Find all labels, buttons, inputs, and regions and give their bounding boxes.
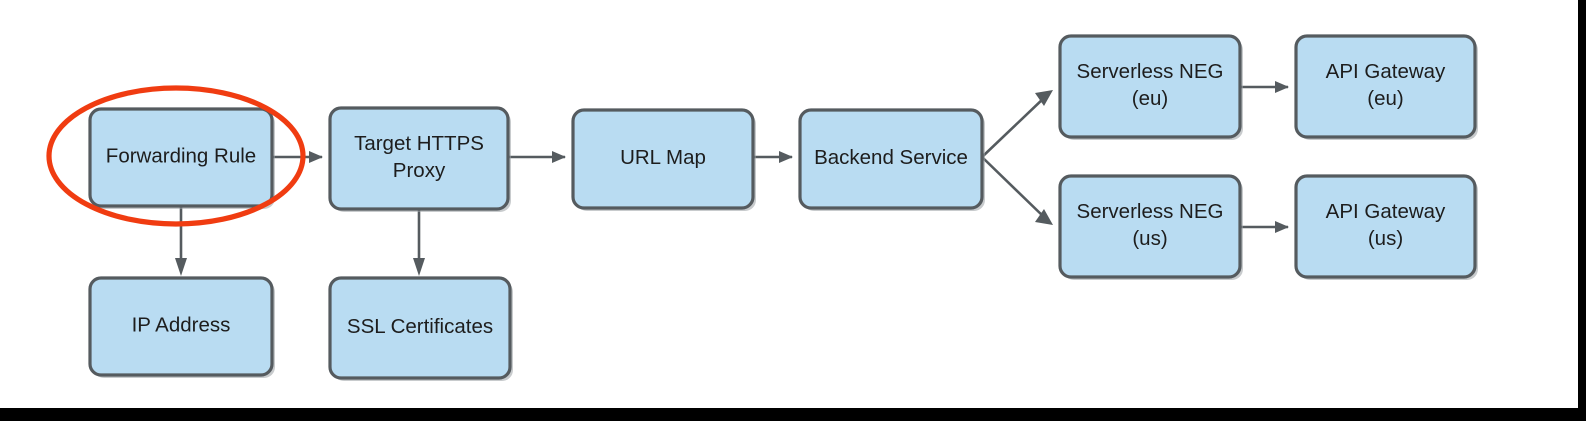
edge-backend-service-to-serverless-neg-eu	[981, 90, 1053, 158]
highlight-ellipse-forwarding-rule	[46, 85, 306, 227]
edge-backend-service-to-serverless-neg-us	[981, 156, 1053, 225]
node-label: API Gateway(us)	[1326, 200, 1446, 250]
edge-target-https-proxy-to-url-map	[508, 151, 566, 163]
arrowhead-icon	[1275, 221, 1289, 233]
arrowhead-icon	[552, 151, 566, 163]
edges-layer	[175, 81, 1289, 276]
node-label: IP Address	[132, 314, 231, 337]
node-box[interactable]	[328, 276, 512, 380]
node-box[interactable]	[88, 276, 274, 377]
node-label: Backend Service	[814, 146, 968, 169]
edge-serverless-neg-eu-to-api-gateway-eu	[1240, 81, 1289, 93]
arrowhead-icon	[309, 151, 323, 163]
frame-bottom-bar	[0, 408, 1586, 421]
node-box[interactable]	[1294, 34, 1477, 139]
node-forwarding-rule[interactable]: Forwarding Rule	[88, 107, 275, 209]
node-box[interactable]	[1058, 174, 1242, 279]
node-label: Forwarding Rule	[106, 145, 256, 168]
edge-target-https-proxy-to-ssl-certificates	[413, 209, 425, 276]
node-box[interactable]	[571, 108, 755, 210]
node-box[interactable]	[88, 107, 274, 208]
node-box[interactable]	[1058, 34, 1242, 139]
node-serverless-neg-eu[interactable]: Serverless NEG(eu)	[1058, 34, 1243, 140]
edge-serverless-neg-us-to-api-gateway-us	[1240, 221, 1289, 233]
node-url-map[interactable]: URL Map	[571, 108, 756, 211]
node-label: Serverless NEG(eu)	[1077, 60, 1224, 110]
arrowhead-icon	[1275, 81, 1289, 93]
node-backend-service[interactable]: Backend Service	[798, 108, 985, 211]
frame-right-bar	[1578, 0, 1586, 421]
node-label: Serverless NEG(us)	[1077, 200, 1224, 250]
arrowhead-icon	[413, 258, 425, 276]
node-box[interactable]	[1294, 174, 1477, 279]
arrowhead-icon	[779, 151, 793, 163]
annotations-layer	[46, 85, 306, 227]
node-label: SSL Certificates	[347, 315, 493, 338]
node-ip-address[interactable]: IP Address	[88, 276, 275, 378]
arrowhead-icon	[1035, 209, 1053, 225]
node-serverless-neg-us[interactable]: Serverless NEG(us)	[1058, 174, 1243, 280]
node-api-gateway-us[interactable]: API Gateway(us)	[1294, 174, 1478, 280]
node-label: API Gateway(eu)	[1326, 60, 1446, 110]
node-label: URL Map	[620, 146, 706, 169]
edge-forwarding-rule-to-ip-address	[175, 206, 187, 276]
node-box[interactable]	[798, 108, 984, 210]
node-ssl-certificates[interactable]: SSL Certificates	[328, 276, 513, 381]
edge-line	[981, 96, 1046, 158]
edge-line	[981, 156, 1046, 219]
edge-forwarding-rule-to-target-https-proxy	[272, 151, 323, 163]
node-api-gateway-eu[interactable]: API Gateway(eu)	[1294, 34, 1478, 140]
arrowhead-icon	[1035, 90, 1053, 106]
edge-url-map-to-backend-service	[753, 151, 793, 163]
arrowhead-icon	[175, 258, 187, 276]
node-box[interactable]	[328, 106, 510, 211]
